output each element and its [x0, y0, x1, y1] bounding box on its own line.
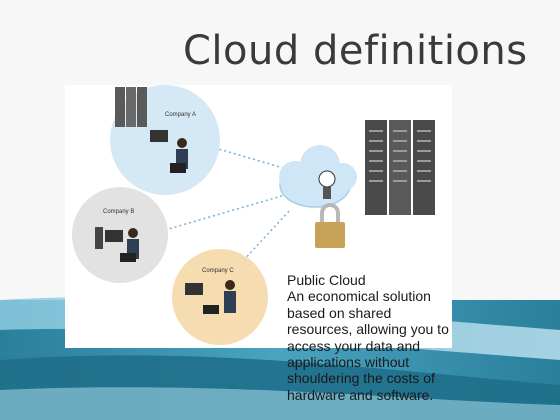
company-b-label: Company B — [103, 209, 134, 215]
company-a-label: Company A — [165, 112, 196, 118]
cloud-icon — [279, 145, 357, 208]
caption-line: shouldering the costs of — [287, 370, 435, 387]
caption-heading: Public Cloud — [287, 272, 366, 288]
caption-line: based on shared — [287, 304, 392, 321]
caption-line: access your data and — [287, 337, 421, 354]
slide-title: Cloud definitions — [183, 28, 528, 74]
company-c-label: Company C — [202, 268, 234, 274]
company-b-node — [72, 187, 168, 283]
padlock-icon — [315, 203, 345, 248]
cloud-diagram: Company A Company B Company C — [65, 85, 452, 348]
caption-line: hardware and software. — [287, 386, 434, 403]
company-c-node — [172, 249, 268, 345]
caption-text: Public Cloud An economical solution base… — [287, 272, 557, 403]
caption-line: applications without — [287, 353, 410, 370]
caption-line: resources, allowing you to — [287, 321, 449, 338]
company-a-node — [110, 85, 220, 195]
caption-line: An economical solution — [287, 288, 431, 305]
server-racks — [365, 120, 435, 215]
